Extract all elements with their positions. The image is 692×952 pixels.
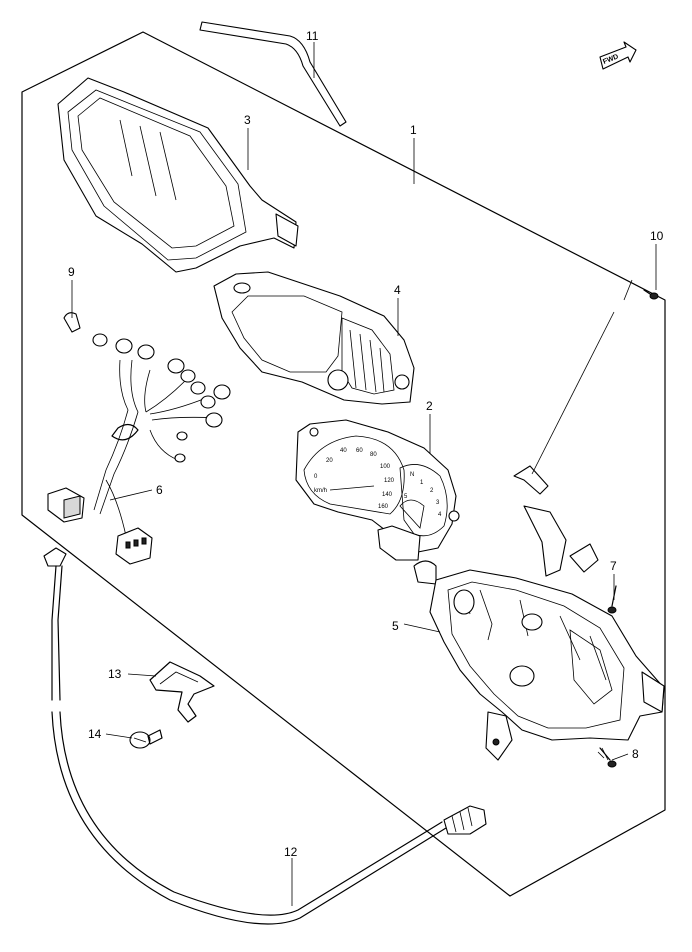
callout-10: 10 [650, 229, 664, 243]
dial-tick: 160 [378, 504, 389, 510]
dial-tick: 0 [314, 474, 318, 480]
callout-7: 7 [610, 559, 617, 573]
fwd-arrow-icon: FWD [599, 41, 637, 70]
callout-14: 14 [88, 727, 102, 741]
part-3-meter-cover [57, 77, 299, 273]
dial-unit: km/h [314, 488, 327, 494]
part-5-rear-housing [429, 569, 665, 761]
callout-4: 4 [394, 283, 401, 297]
part-9-bulb [63, 312, 81, 333]
connector-left [47, 487, 85, 523]
part-6-wiring-harness [47, 333, 231, 565]
connector-right [115, 527, 153, 565]
callout-9: 9 [68, 265, 75, 279]
callout-3: 3 [244, 113, 251, 127]
callout-13: 13 [108, 667, 122, 681]
gear-label: 4 [438, 512, 442, 518]
dial-tick: 100 [380, 464, 391, 470]
part-11-strip [199, 21, 347, 127]
dial-tick: 40 [340, 448, 347, 454]
dial-needle [329, 485, 375, 491]
dial-tick: 80 [370, 452, 377, 458]
part-12-speedometer-cable [43, 547, 487, 925]
dial-tick: 20 [326, 458, 333, 464]
gear-indicator: N 1 2 3 4 5 [404, 472, 442, 518]
callout-11: 11 [306, 29, 319, 43]
gear-label: N [410, 472, 414, 478]
callout-leaders [71, 42, 657, 906]
callout-5: 5 [392, 619, 399, 633]
part-2-gauge-assembly: 0 20 40 60 80 100 120 140 160 km/h N 1 2… [295, 419, 460, 561]
part-10-screw [643, 289, 659, 300]
part-7-screw [607, 585, 617, 614]
part-13-clamp [149, 661, 215, 723]
socket-cluster [92, 333, 231, 463]
leader-dash [531, 311, 615, 475]
callout-2: 2 [426, 399, 433, 413]
part-14-bolt [129, 729, 163, 749]
part-4-meter-case [213, 271, 415, 405]
speedometer-dial: 0 20 40 60 80 100 120 140 160 km/h [314, 448, 395, 510]
gear-label: 5 [404, 494, 408, 500]
dial-tick: 60 [356, 448, 363, 454]
callout-12: 12 [284, 845, 298, 859]
dial-tick: 120 [384, 478, 395, 484]
gear-label: 1 [420, 480, 424, 486]
leader-dash [623, 279, 633, 301]
gear-label: 2 [430, 488, 434, 494]
dial-tick: 140 [382, 492, 393, 498]
callout-6: 6 [156, 483, 163, 497]
socket-covers [413, 465, 599, 585]
callout-labels: 11 3 1 4 2 10 9 6 5 7 8 13 14 12 [68, 29, 664, 859]
part-8-screw [597, 747, 617, 768]
gear-label: 3 [436, 500, 440, 506]
callout-1: 1 [410, 123, 417, 137]
assembly-boundary [21, 31, 666, 897]
callout-8: 8 [632, 747, 639, 761]
